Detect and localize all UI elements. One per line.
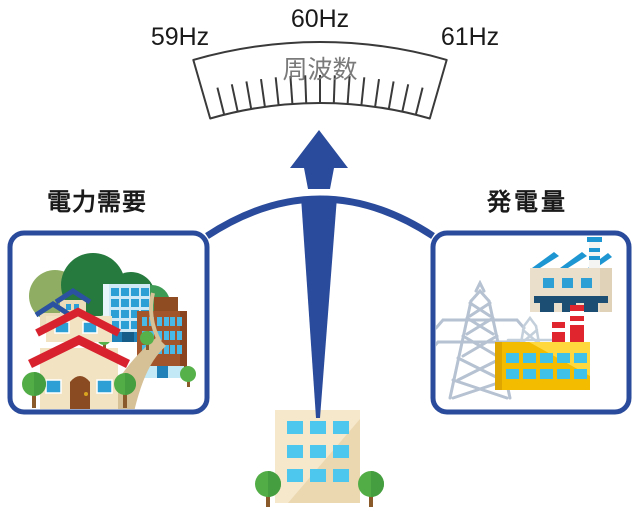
supply-title: 発電量 [487, 189, 568, 216]
gauge-min-label: 59Hz [150, 23, 210, 51]
gauge-center-label: 60Hz [290, 5, 350, 33]
factory-base [534, 296, 608, 312]
power-station-icon [495, 342, 590, 390]
gauge-ticks [216, 75, 424, 116]
smokestack-icon [552, 305, 584, 345]
red-roof-house-icon [28, 307, 130, 409]
demand-title: 電力需要 [47, 189, 147, 216]
power-plant-illustration-icon [436, 237, 612, 400]
fulcrum-building-windows [287, 421, 349, 482]
factory-icon [530, 237, 612, 312]
balance-needle-arrow [290, 130, 348, 418]
front-tree-icon [22, 372, 136, 408]
power-station-windows [506, 353, 587, 379]
gauge-max-label: 61Hz [440, 23, 500, 51]
frequency-gauge [192, 41, 448, 120]
factory-windows [543, 278, 592, 288]
fulcrum-building-icon [255, 410, 384, 507]
gauge-face-label: 周波数 [282, 56, 358, 84]
city-illustration-icon [22, 253, 196, 409]
striped-chimney-icon [587, 237, 602, 268]
needle-shaft [301, 197, 337, 418]
tree-icon [255, 471, 384, 507]
arrow-up-icon [290, 130, 348, 189]
